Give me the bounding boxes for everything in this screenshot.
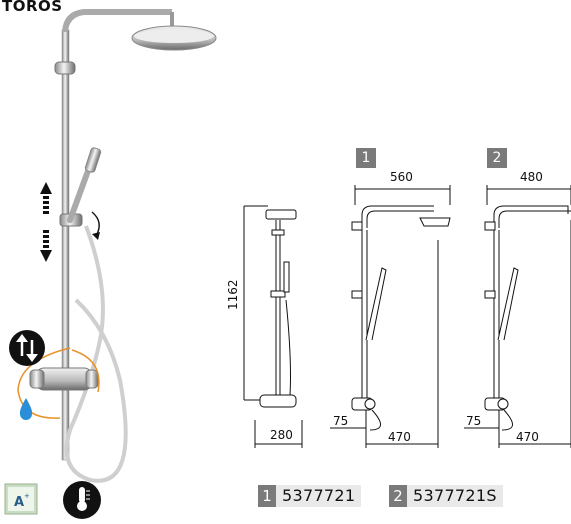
variant-1-offset: 75 <box>333 414 349 428</box>
height-dimension: 1162 <box>226 279 240 310</box>
product-code-2: 2 5377721S <box>389 485 503 507</box>
technical-drawing-main <box>243 205 303 448</box>
code-value-2: 5377721S <box>407 485 503 507</box>
technical-drawing-variant-2 <box>464 185 571 448</box>
variant-1-width: 560 <box>390 170 413 184</box>
rotate-icon <box>91 211 100 240</box>
energy-label-icon: A + <box>4 483 38 515</box>
code-value-1: 5377721 <box>276 485 362 507</box>
variant-badge-1: 1 <box>356 148 376 168</box>
variant-2-offset: 75 <box>466 414 482 428</box>
svg-text:A: A <box>14 495 24 510</box>
up-down-arrows-icon <box>40 182 52 262</box>
swap-arrows-icon <box>9 330 45 366</box>
code-badge-1: 1 <box>258 485 276 507</box>
base-dimension: 280 <box>270 428 293 442</box>
variant-2-width: 480 <box>520 170 543 184</box>
code-badge-2: 2 <box>389 485 407 507</box>
product-title: TOROS <box>2 0 63 15</box>
variant-2-spread: 470 <box>516 430 539 444</box>
technical-drawing-variant-1 <box>330 185 451 448</box>
water-drop-icon <box>19 398 33 420</box>
product-code-1: 1 5377721 <box>258 485 362 507</box>
variant-badge-2: 2 <box>487 148 507 168</box>
thermometer-icon <box>63 481 101 519</box>
variant-1-spread: 470 <box>388 430 411 444</box>
svg-text:+: + <box>24 492 30 500</box>
